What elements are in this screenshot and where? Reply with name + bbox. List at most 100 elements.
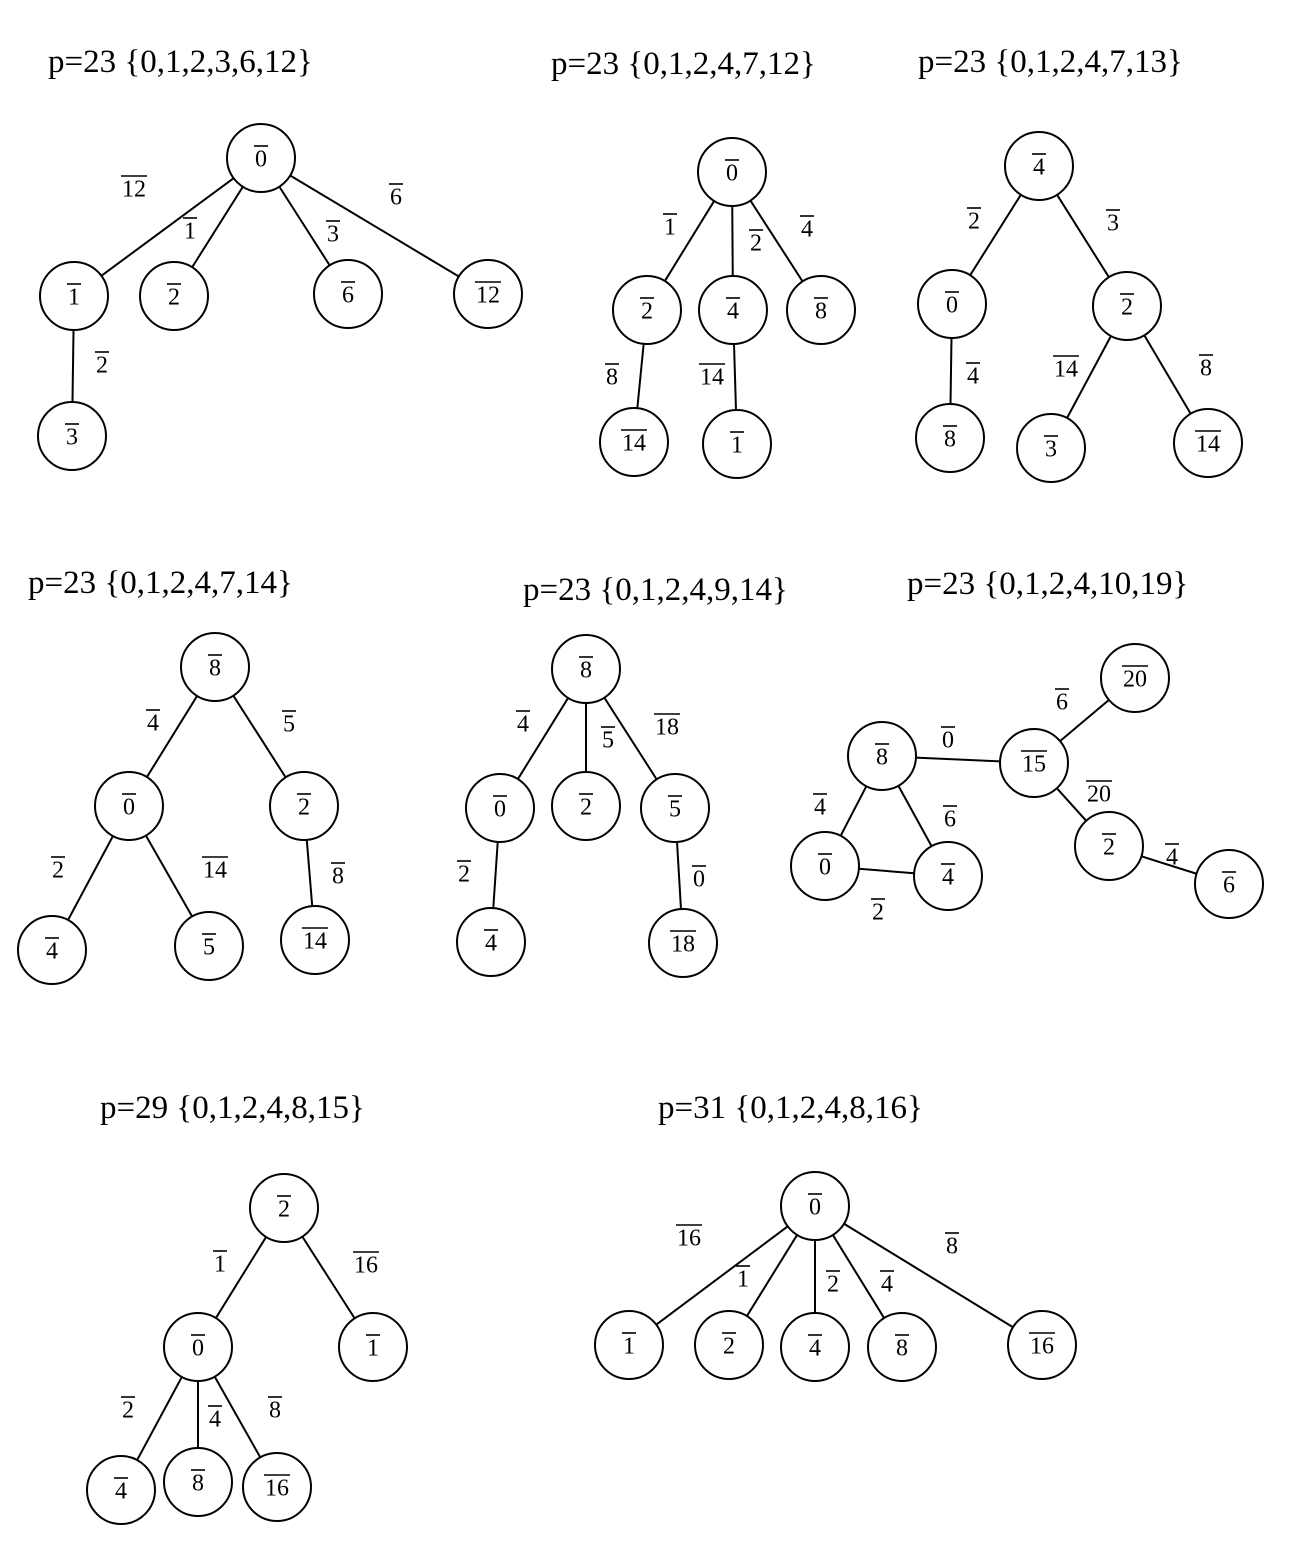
edge-d-e — [858, 867, 915, 875]
edge-a-c — [191, 186, 244, 268]
node-circle — [313, 259, 383, 329]
node-circle — [780, 1312, 850, 1382]
edge-label: 8 — [1200, 356, 1212, 382]
node: 2 — [551, 771, 621, 841]
node: 0 — [790, 831, 860, 901]
edge-label: 8 — [269, 1398, 281, 1424]
diagram-title: p=31 {0,1,2,4,8,16} — [658, 1090, 923, 1126]
edge-label: 4 — [801, 217, 813, 243]
node: 4 — [86, 1455, 156, 1525]
diagram-title: p=23 {0,1,2,4,10,19} — [907, 566, 1188, 602]
edge-label: 2 — [122, 1398, 134, 1424]
edge-b-f — [71, 329, 75, 403]
edge-label: 2 — [827, 1272, 839, 1298]
node-circle — [648, 908, 718, 978]
node-label: 4 — [485, 931, 497, 957]
edge-a-f — [843, 1222, 1014, 1329]
edge-a-d — [278, 186, 331, 266]
node-label: 8 — [209, 656, 221, 682]
node-label: 8 — [876, 745, 888, 771]
node-label: 4 — [809, 1336, 821, 1362]
node-circle — [551, 634, 621, 704]
edge-a-b — [663, 200, 716, 282]
edge-a-c — [746, 1234, 798, 1317]
edge-label: 4 — [209, 1407, 221, 1433]
node-circle — [37, 401, 107, 471]
node-circle — [1173, 408, 1243, 478]
node-circle — [338, 1312, 408, 1382]
node-label: 1 — [623, 1334, 635, 1360]
diagram-title: p=23 {0,1,2,4,7,14} — [28, 565, 293, 601]
edge-label: 0 — [693, 867, 705, 893]
node-label: 1 — [367, 1336, 379, 1362]
node-label: 2 — [1103, 835, 1115, 861]
node-circle — [163, 1447, 233, 1517]
node: 5 — [174, 911, 244, 981]
diagram-title: p=23 {0,1,2,4,7,12} — [551, 46, 816, 82]
edge-a-e — [289, 174, 460, 278]
node-label: 5 — [669, 797, 681, 823]
node-label: 18 — [671, 932, 695, 958]
node: 4 — [17, 915, 87, 985]
diagram-title: p=29 {0,1,2,4,8,15} — [100, 1090, 365, 1126]
edge-a-c — [731, 205, 734, 277]
node-circle — [640, 773, 710, 843]
node-circle — [599, 407, 669, 477]
node: 4 — [780, 1312, 850, 1382]
node-label: 4 — [46, 939, 58, 965]
edge-b-e — [492, 841, 499, 909]
node-label: 4 — [115, 1479, 127, 1505]
edge-a-b — [215, 1236, 267, 1319]
edge-a-b — [517, 697, 569, 780]
edge-label: 5 — [602, 728, 614, 754]
edge-a-c — [1056, 194, 1110, 278]
node-circle — [698, 275, 768, 345]
edge-a-d — [603, 697, 658, 780]
edge-label: 2 — [750, 231, 762, 257]
node: 14 — [1173, 408, 1243, 478]
edge-label: 8 — [332, 864, 344, 890]
edge-f-g — [1141, 855, 1197, 875]
node-label: 6 — [1223, 873, 1235, 899]
edge-label: 16 — [354, 1253, 378, 1279]
edge-label: 0 — [942, 728, 954, 754]
edge-label: 14 — [1054, 357, 1078, 383]
edge-label: 1 — [184, 219, 196, 245]
edge-a-c — [301, 1236, 356, 1319]
node: 1 — [594, 1310, 664, 1380]
node: 8 — [867, 1312, 937, 1382]
node-label: 8 — [896, 1336, 908, 1362]
node-circle — [847, 721, 917, 791]
node-circle — [17, 915, 87, 985]
node-circle — [242, 1452, 312, 1522]
node: 8 — [180, 632, 250, 702]
node-circle — [913, 841, 983, 911]
edge-label: 1 — [664, 215, 676, 241]
node-label: 14 — [622, 431, 646, 457]
node-circle — [1074, 811, 1144, 881]
edge-label: 18 — [655, 715, 679, 741]
edge-b-e — [636, 343, 645, 409]
node-label: 16 — [1030, 1334, 1054, 1360]
node: 8 — [915, 403, 985, 473]
node: 0 — [94, 771, 164, 841]
node-label: 3 — [1045, 437, 1057, 463]
edge-c-f — [733, 343, 737, 411]
node: 2 — [1074, 811, 1144, 881]
edge-label: 4 — [517, 712, 529, 738]
node-circle — [94, 771, 164, 841]
node-circle — [1092, 271, 1162, 341]
edge-b-e — [145, 835, 193, 917]
node: 16 — [242, 1452, 312, 1522]
node-circle — [163, 1312, 233, 1382]
edge-a-b — [655, 1225, 789, 1326]
node-label: 8 — [815, 299, 827, 325]
node-circle — [1100, 643, 1170, 713]
